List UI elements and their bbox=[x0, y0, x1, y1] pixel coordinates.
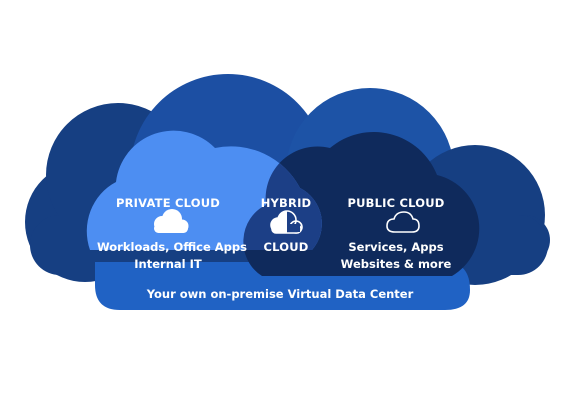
public-cloud-line-2: Websites & more bbox=[340, 257, 452, 271]
private-cloud-line-2: Internal IT bbox=[134, 257, 202, 271]
public-cloud-title: PUBLIC CLOUD bbox=[347, 196, 445, 210]
cloud-outline-icon bbox=[386, 211, 420, 233]
private-cloud-line-1: Workloads, Office Apps bbox=[97, 240, 247, 254]
private-cloud-title: PRIVATE CLOUD bbox=[115, 196, 221, 210]
hybrid-cloud-title-bottom: CLOUD bbox=[263, 240, 309, 254]
hybrid-cloud-title-top: HYBRID bbox=[260, 196, 312, 210]
footer-text: Your own on-premise Virtual Data Center bbox=[146, 287, 414, 301]
public-cloud-line-1: Services, Apps bbox=[348, 240, 444, 254]
cloud-filled-icon bbox=[154, 209, 189, 233]
cloud-half-filled-icon bbox=[270, 210, 303, 234]
